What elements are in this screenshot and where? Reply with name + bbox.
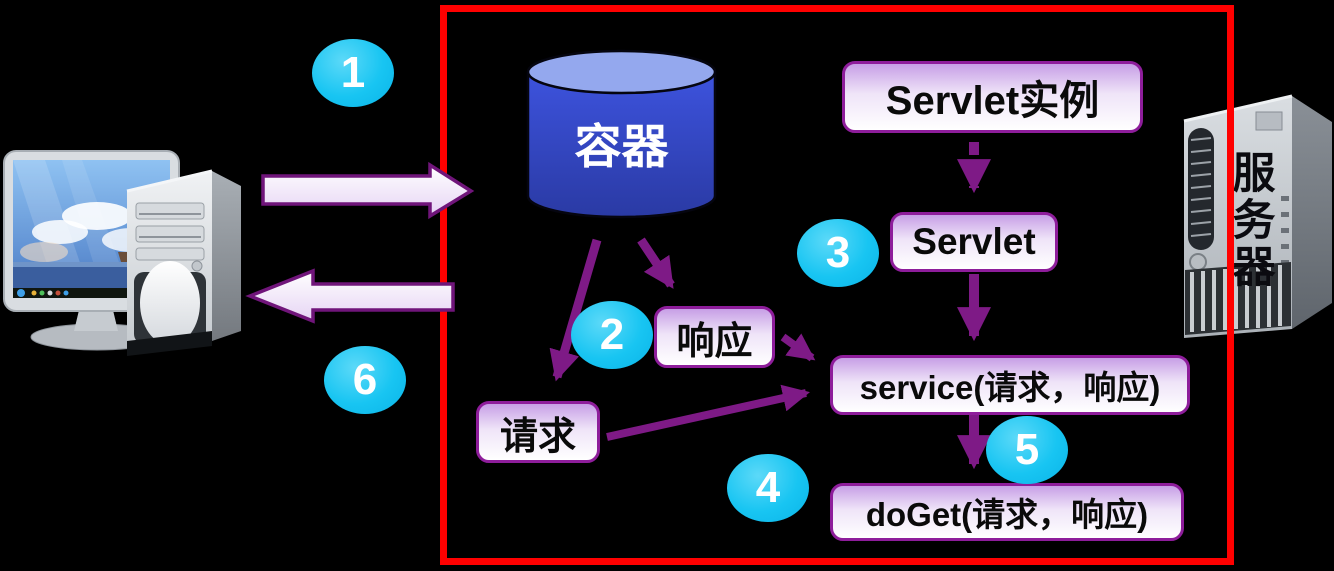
service-method-box: service(请求，响应) <box>830 355 1190 415</box>
step-2-badge: 2 <box>571 301 653 369</box>
step-4-badge: 4 <box>727 454 809 522</box>
servlet-box: Servlet <box>890 212 1058 272</box>
response-box: 响应 <box>654 306 775 368</box>
server-label: 服务器 <box>1226 150 1274 291</box>
request-box: 请求 <box>476 401 600 463</box>
step-5-badge: 5 <box>986 416 1068 484</box>
doget-method-box: doGet(请求，响应) <box>830 483 1184 541</box>
container-to-client-arrow <box>245 268 455 324</box>
step-6-badge: 6 <box>324 346 406 414</box>
container-label: 容器 <box>574 120 669 173</box>
step-3-badge: 3 <box>797 219 879 287</box>
servlet-instance-box: Servlet实例 <box>842 61 1143 133</box>
step-1-badge: 1 <box>312 39 394 107</box>
